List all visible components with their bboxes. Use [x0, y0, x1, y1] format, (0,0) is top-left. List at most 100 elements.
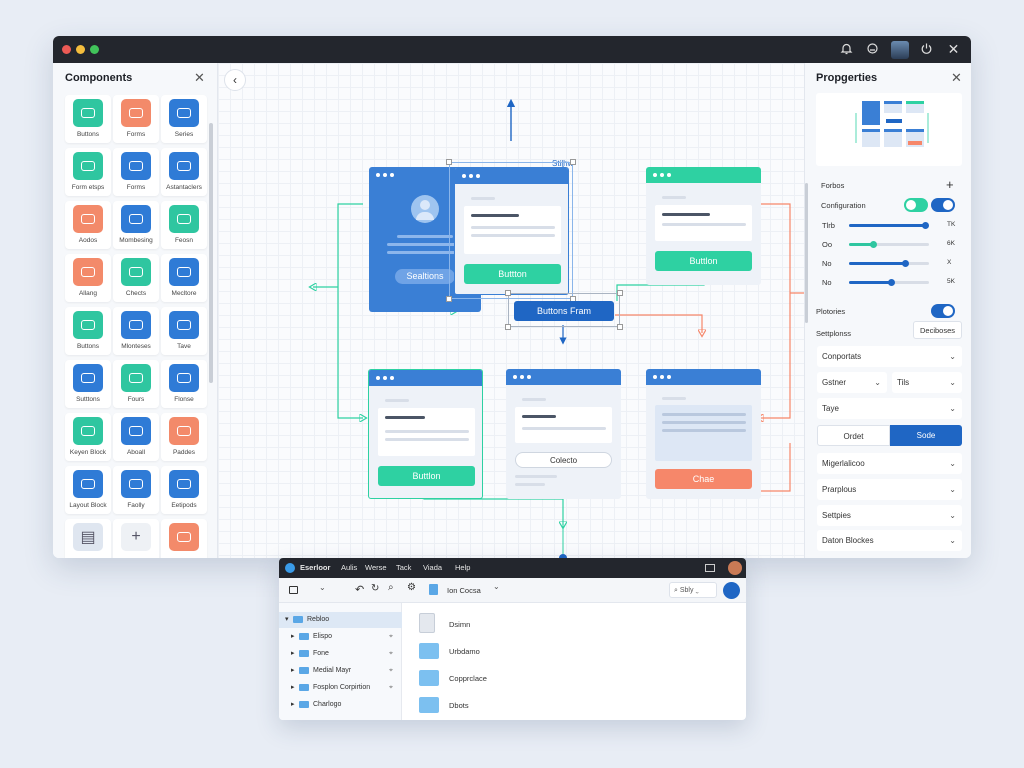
bottom-left-card[interactable]: Buttlon [368, 369, 483, 499]
prarplous-dropdown[interactable]: Prarplous⌄ [817, 479, 962, 500]
settings-button[interactable]: Deciboses [913, 321, 962, 339]
component-tile[interactable]: Mlonteses [113, 307, 159, 355]
selected-card[interactable]: Buttton [454, 167, 569, 295]
component-tile[interactable]: Buttons [65, 307, 111, 355]
component-tile[interactable]: Form etsps [65, 148, 111, 196]
resize-handle[interactable] [446, 159, 452, 165]
component-tile[interactable]: Astantaclers [161, 148, 207, 196]
file-row[interactable]: Dbots [402, 693, 746, 717]
tree-arrow-icon[interactable]: ▸ [291, 667, 295, 674]
bottom-left-button[interactable]: Buttlon [378, 466, 475, 486]
component-tile[interactable]: Fours [113, 360, 159, 408]
plotories-toggle[interactable] [931, 304, 955, 318]
daton-blockes-dropdown[interactable]: Daton Blockes⌄ [817, 530, 962, 551]
design-canvas[interactable]: ‹ [218, 63, 804, 558]
floating-frame[interactable] [508, 293, 620, 327]
component-tile[interactable]: Eetipods [161, 466, 207, 514]
maximize-window-button[interactable] [90, 45, 99, 54]
location-label[interactable]: Ion Cocsa [447, 586, 481, 595]
range-slider[interactable] [849, 279, 929, 286]
tree-arrow-icon[interactable]: ▸ [291, 633, 295, 640]
component-tile[interactable] [161, 519, 207, 558]
tree-arrow-icon[interactable]: ▸ [291, 701, 295, 708]
bottom-mid-card[interactable]: Colecto [506, 369, 621, 499]
tree-arrow-icon[interactable]: ▸ [291, 650, 295, 657]
tree-item[interactable]: ▸Fone⌖ [279, 646, 402, 662]
component-tile[interactable]: Aodos [65, 201, 111, 249]
gstner-dropdown[interactable]: Gstner⌄ [817, 372, 887, 393]
power-icon[interactable] [919, 42, 934, 57]
tree-arrow-icon[interactable]: ▸ [291, 684, 295, 691]
component-tile[interactable]: Mecltore [161, 254, 207, 302]
tree-item[interactable]: ▸Charlogo [279, 697, 402, 713]
chevron-down-icon[interactable]: ⌄ [319, 583, 326, 592]
file-row[interactable]: Dsimn [402, 612, 746, 636]
pin-icon[interactable]: ⌖ [389, 667, 393, 674]
component-tile[interactable]: Sutttons [65, 360, 111, 408]
taye-dropdown[interactable]: Taye⌄ [817, 398, 962, 419]
pin-icon[interactable]: ⌖ [389, 684, 393, 691]
menu-item[interactable]: Werse [365, 563, 387, 572]
profile-button[interactable] [723, 582, 740, 599]
sode-segment[interactable]: Sode [890, 425, 962, 446]
order-segment[interactable]: Ordet [817, 425, 890, 446]
component-tile[interactable]: Forms [113, 95, 159, 143]
menu-item[interactable]: Aulis [341, 563, 358, 572]
back-icon[interactable]: ↶ [355, 584, 365, 596]
range-slider[interactable] [849, 260, 929, 267]
component-tile[interactable]: Feosn [161, 201, 207, 249]
component-tile[interactable]: Keyen Block [65, 413, 111, 461]
properties-panel-close-icon[interactable]: ✕ [951, 70, 962, 85]
migerlalicoo-dropdown[interactable]: Migerlalicoo⌄ [817, 453, 962, 474]
tree-item[interactable]: ▸Medial Mayr⌖ [279, 663, 402, 679]
new-window-icon[interactable] [289, 586, 298, 594]
component-tile[interactable]: Series [161, 95, 207, 143]
select-field[interactable]: Colecto [515, 452, 612, 468]
component-tile[interactable]: Paddes [161, 413, 207, 461]
pin-icon[interactable]: ⌖ [389, 650, 393, 657]
location-chevron-icon[interactable]: ⌄ [493, 582, 500, 591]
properties-scrollbar[interactable] [805, 183, 808, 323]
user-avatar[interactable] [728, 561, 742, 575]
components-panel-close-icon[interactable]: ✕ [194, 70, 205, 85]
settings-icon[interactable]: ⚙ [407, 582, 416, 593]
file-row[interactable]: Copprclace [402, 666, 746, 690]
bell-icon[interactable] [839, 42, 854, 57]
component-tile[interactable]: Buttons [65, 95, 111, 143]
configuration-toggle-2[interactable] [931, 198, 955, 212]
back-button[interactable]: ‹ [224, 69, 246, 91]
sections-button[interactable]: Sealtions [395, 269, 455, 284]
resize-handle[interactable] [570, 159, 576, 165]
close-window-button[interactable] [62, 45, 71, 54]
component-tile[interactable]: Tave [161, 307, 207, 355]
menu-item[interactable]: Viada [423, 563, 443, 572]
menu-item[interactable]: Tack [396, 563, 412, 572]
cloud-icon[interactable] [865, 42, 880, 57]
tils-dropdown[interactable]: Tils⌄ [892, 372, 962, 393]
minimize-window-button[interactable] [76, 45, 85, 54]
component-tile[interactable]: Forms [113, 148, 159, 196]
component-tile[interactable]: ▤ [65, 519, 111, 558]
resize-handle[interactable] [505, 290, 511, 296]
add-icon[interactable]: + [946, 177, 954, 192]
close-icon[interactable]: ✕ [947, 41, 960, 57]
configuration-toggle-1[interactable] [904, 198, 928, 212]
tree-item[interactable]: ▸Fosplon Corpirtion⌖ [279, 680, 402, 696]
resize-handle[interactable] [446, 296, 452, 302]
range-slider[interactable] [849, 222, 929, 229]
file-row[interactable]: Urbdamo [402, 639, 746, 663]
component-tile[interactable]: Layout Block [65, 466, 111, 514]
search-input[interactable]: ⌕ Sbly ⌄ [669, 582, 717, 598]
pin-icon[interactable]: ⌖ [389, 633, 393, 640]
window-icon[interactable] [705, 564, 715, 572]
settpies-dropdown[interactable]: Settpies⌄ [817, 505, 962, 526]
component-tile[interactable]: Faolly [113, 466, 159, 514]
component-tile[interactable]: Mombesing [113, 201, 159, 249]
tree-item[interactable]: ▸Elispo⌖ [279, 629, 402, 645]
selection-frame[interactable] [449, 162, 573, 299]
user-avatar[interactable] [891, 41, 909, 59]
selected-card-button[interactable]: Buttton [464, 264, 561, 284]
refresh-icon[interactable]: ↻ [371, 583, 380, 594]
bottom-right-button[interactable]: Chae [655, 469, 752, 489]
tree-item[interactable]: ▾Rebloo [279, 612, 402, 628]
